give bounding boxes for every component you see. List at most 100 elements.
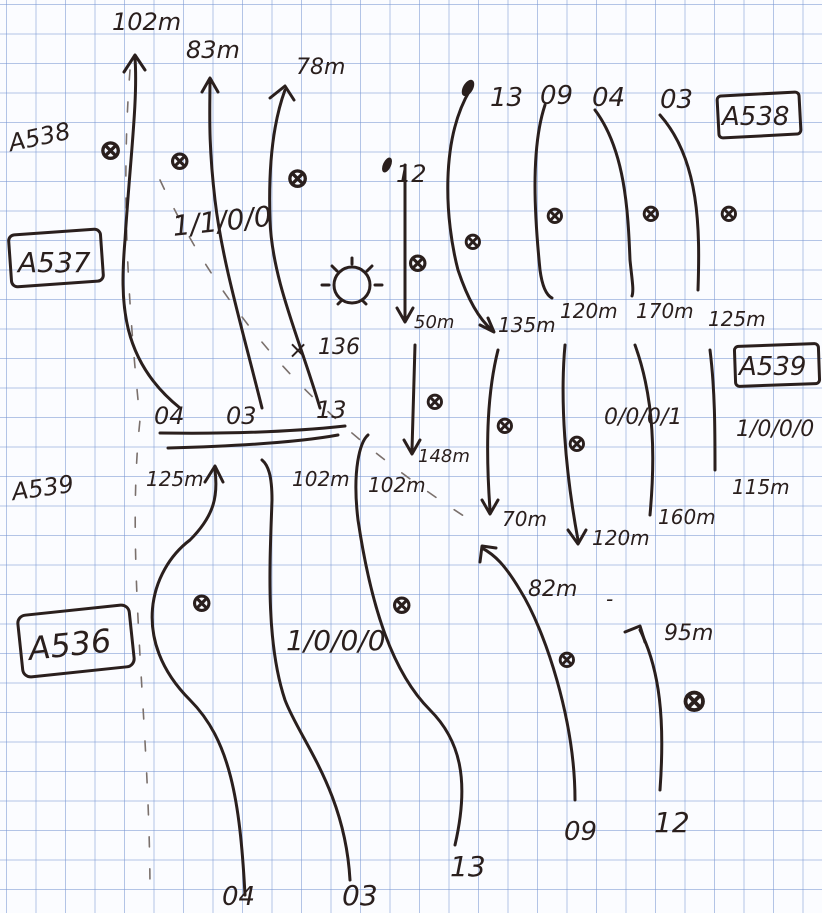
signal-x-mark: ⊗: [494, 411, 516, 441]
arrow-head: [478, 544, 498, 564]
signal-x-mark: ⊗: [462, 227, 484, 257]
small-dash-mark: -: [606, 587, 613, 611]
signal-sequence: 1/1/0/0: [171, 200, 273, 243]
distance-label: 115m: [732, 475, 790, 499]
road-box-a539-right: [732, 342, 822, 388]
distance-label: 102m: [368, 473, 426, 497]
road-label-a536: A536: [25, 621, 113, 668]
distance-label: 70m: [502, 507, 547, 531]
lane-label: 09: [564, 817, 597, 847]
distance-label: 125m: [708, 307, 766, 331]
dashed-boundary-right: [159, 179, 471, 521]
road-box-a536: [16, 603, 136, 679]
arrow-lane-04-south: [150, 468, 247, 897]
arrow-head: [395, 306, 415, 324]
lane-label: 04: [222, 882, 255, 912]
arrow-lane-13-north: [268, 88, 322, 410]
distance-label: 82m: [528, 577, 577, 602]
lane-label: 13: [450, 850, 486, 883]
signal-sequence: 1/0/0/0: [286, 624, 386, 657]
signal-x-mark: ⊗: [168, 144, 191, 177]
lane-label: 03: [226, 402, 257, 430]
arrow-head: [203, 464, 225, 484]
distance-label: 95m: [664, 621, 713, 646]
signal-sequence: 0/0/0/1: [604, 405, 682, 430]
road-label-a538-right: A538: [720, 102, 789, 132]
arrow-lane-03-north: [208, 78, 264, 410]
distance-label: 136: [318, 335, 360, 360]
lane-label: 03: [342, 879, 378, 912]
stop-line-lower: [166, 433, 340, 450]
distance-label: 78m: [296, 55, 345, 80]
distance-label: 83m: [186, 36, 240, 64]
signal-x-mark: ⊗: [680, 681, 709, 721]
arrow-lane-13-south: [354, 433, 464, 847]
signal-sequence: 1/0/0/0: [736, 417, 814, 442]
signal-x-mark: ⊗: [406, 246, 429, 279]
signal-x-mark: ⊗: [718, 199, 740, 229]
arrow-lane-04-mid: [633, 343, 655, 517]
arrow-lane-04-north: [121, 56, 182, 410]
signal-x-mark: ⊗: [424, 387, 446, 417]
road-label-a538-left: A538: [4, 117, 73, 158]
arrow-head: [402, 438, 422, 456]
ink-blot: [461, 79, 475, 97]
road-label-a539-left: A539: [8, 470, 76, 507]
arrow-lane-03-right: [658, 113, 701, 292]
lane-label: 04: [592, 83, 625, 113]
arrow-head: [268, 84, 296, 102]
arrow-head: [478, 316, 496, 334]
small-x-mark: ×: [288, 336, 308, 364]
distance-label: 135m: [498, 313, 556, 337]
arrow-lane-03-mid: [708, 348, 717, 472]
arrow-head: [480, 498, 500, 516]
dashed-boundary-left: [125, 69, 151, 896]
lane-label: 13: [490, 83, 523, 113]
signal-x-mark: ⊗: [190, 586, 213, 619]
arrow-lane-09-mid: [561, 343, 580, 542]
road-box-a538-right: [715, 90, 803, 140]
arrow-lane-03-south: [260, 458, 352, 882]
distance-label: 120m: [560, 299, 618, 323]
arrow-head: [566, 528, 588, 546]
arrow-lane-09-right: [533, 103, 554, 300]
signal-x-mark: ⊗: [566, 429, 588, 459]
stop-line-upper: [158, 424, 347, 435]
lane-label: 12: [654, 806, 690, 839]
lane-label: 09: [540, 81, 573, 111]
ink-blot: [382, 157, 392, 173]
road-label-a539-right: A539: [737, 352, 806, 382]
arrow-lane-04-right: [593, 108, 635, 298]
distance-label: 160m: [658, 505, 716, 529]
arrow-head: [122, 53, 147, 74]
distance-label: 120m: [592, 526, 650, 550]
signal-x-mark: ⊗: [285, 161, 310, 196]
arrow-lane-13-right: [446, 88, 494, 332]
signal-x-mark: ⊗: [390, 588, 413, 621]
lane-label: 12: [396, 160, 427, 188]
arrow-head: [623, 624, 647, 644]
lane-label: 13: [316, 396, 347, 424]
lane-label: 03: [660, 85, 693, 115]
arrow-lane-13-mid: [486, 348, 500, 512]
distance-label: 125m: [146, 467, 204, 491]
distance-label: 102m: [112, 8, 181, 36]
signal-x-mark: ⊗: [640, 199, 662, 229]
signal-x-mark: ⊗: [98, 133, 123, 168]
road-label-a537: A537: [16, 246, 91, 279]
arrow-lane-09-lower: [480, 546, 577, 802]
sun-sketch: [320, 256, 384, 306]
distance-label: 102m: [292, 467, 350, 491]
lane-label: 04: [154, 402, 185, 430]
distance-label: 148m: [418, 446, 470, 467]
signal-x-mark: ⊗: [544, 201, 566, 231]
arrow-head: [200, 76, 220, 94]
signal-x-mark: ⊗: [556, 645, 578, 675]
arrow-lane-12-mid: [410, 343, 417, 452]
distance-label: 170m: [636, 299, 694, 323]
distance-label: 50m: [414, 312, 454, 333]
arrow-lane-12-lower: [638, 628, 664, 792]
road-box-a537: [7, 227, 105, 289]
